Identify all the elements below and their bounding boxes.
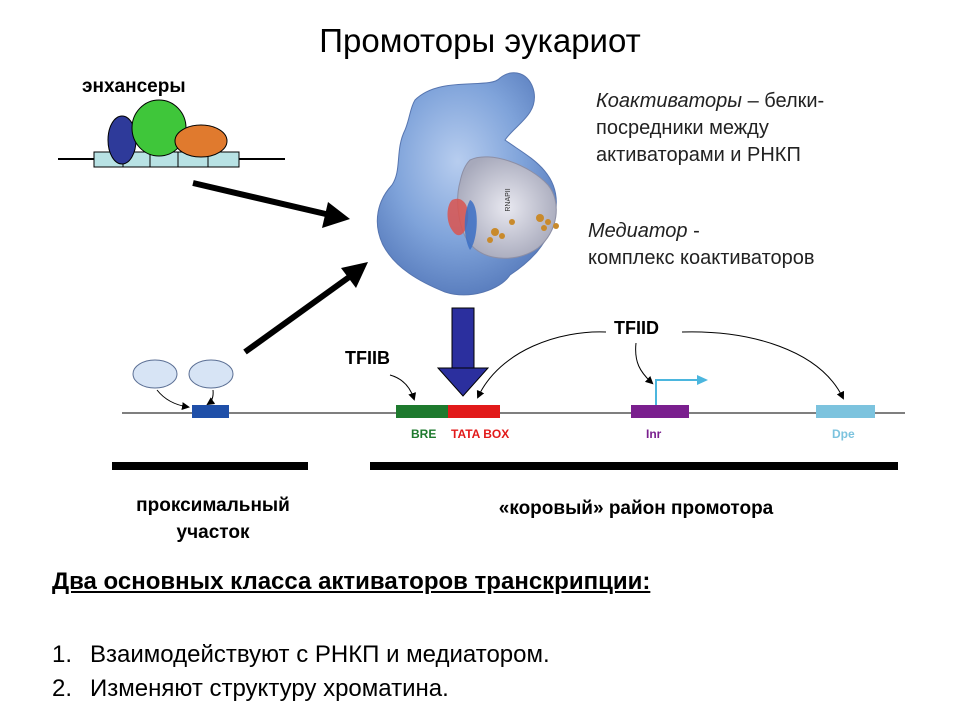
proximal-activators — [132, 359, 234, 418]
activator-cluster — [487, 214, 559, 243]
tata-box-element-box — [448, 405, 500, 418]
core-region-label: «коровый» район промотора — [498, 498, 774, 519]
transcription-start-arrow — [655, 379, 700, 405]
list-item-number: 2. — [52, 675, 73, 702]
proximal-label-line1: проксимальный — [136, 495, 290, 516]
inr-element-box — [631, 405, 689, 418]
enhancer-orange-protein — [174, 124, 228, 158]
mediator-rnap-structure: RNAPII — [376, 72, 559, 296]
coactivators-text-line2: посредники между — [596, 117, 769, 139]
proximal-to-mediator-arrowhead — [341, 262, 368, 288]
list-item-text: Взаимодействуют с РНКП и медиатором. — [90, 641, 550, 668]
enhancer-complex — [58, 99, 285, 168]
activator-classes-heading: Два основных класса активаторов транскри… — [52, 568, 651, 595]
proximal-region-label: проксимальный участок — [100, 492, 326, 546]
core-region-bar — [370, 462, 898, 470]
proximal-activator-1 — [132, 359, 178, 389]
list-item: 2. Изменяют структуру хроматина. — [52, 672, 550, 706]
list-item: 1. Взаимодействуют с РНКП и медиатором. — [52, 638, 550, 672]
tfiid-label: TFIID — [614, 318, 659, 338]
enhancer-blue-protein — [107, 115, 137, 165]
mediator-text-line1: - — [687, 220, 700, 242]
activator-classes-list: 1. Взаимодействуют с РНКП и медиатором. 2… — [52, 638, 550, 706]
tfiid-to-inr-arrow — [635, 342, 654, 385]
mediator-term: Медиатор — [588, 220, 688, 242]
tata-box-label: TATA BOX — [451, 427, 509, 441]
dpe-label: Dpe — [832, 427, 855, 441]
tfiib-to-bre-arrow — [389, 374, 417, 401]
dpe-element-box — [816, 405, 875, 418]
slide-title: Промоторы эукариот — [319, 22, 641, 59]
inr-label: Inr — [646, 427, 662, 441]
bre-element-box — [396, 405, 448, 418]
enhancer-to-mediator-arrow-shaft — [192, 180, 331, 218]
mediator-to-tata-arrow-shaft — [451, 307, 475, 371]
mediator-text-line2: комплекс коактиваторов — [588, 247, 815, 269]
rnap-ii-label: RNAPII — [505, 188, 512, 211]
mediator-to-tata-arrowhead — [436, 367, 490, 397]
proximal-region-bar — [112, 462, 308, 470]
list-item-number: 1. — [52, 641, 73, 668]
tfiid-to-tata-arrow — [476, 331, 607, 399]
coactivators-text-line3: активаторами и РНКП — [596, 144, 801, 166]
proximal-to-mediator-arrow-shaft — [243, 272, 354, 355]
coactivators-description: Коактиваторы – белки- посредники между а… — [596, 88, 824, 169]
proximal-activator-2 — [188, 359, 234, 389]
coactivators-text-line1: – белки- — [742, 90, 825, 112]
rnap-red-subunit — [447, 198, 469, 236]
coactivators-term: Коактиваторы — [596, 90, 743, 112]
list-item-text: Изменяют структуру хроматина. — [90, 675, 449, 702]
rnap-ii-core — [457, 156, 557, 259]
enhancer-to-mediator-arrowhead — [322, 202, 350, 228]
proximal-element-box — [192, 405, 229, 418]
proximal-label-line2: участок — [176, 522, 250, 543]
tfiid-to-dpe-arrow — [681, 331, 845, 400]
enhancers-label: энхансеры — [82, 76, 186, 97]
tfiib-label: TFIIB — [345, 348, 390, 368]
bre-label: BRE — [411, 427, 436, 441]
mediator-description: Медиатор - комплекс коактиваторов — [588, 218, 815, 272]
